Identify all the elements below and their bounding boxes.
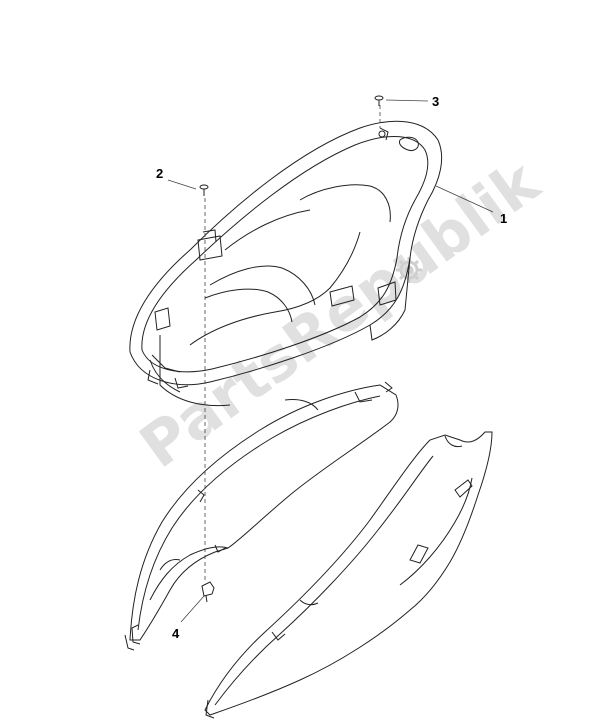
label-part-1: 1 <box>500 211 507 226</box>
right-side-cover <box>204 431 493 719</box>
screw-part-3 <box>374 95 384 106</box>
label-part-2: 2 <box>156 166 163 181</box>
screw-part-2 <box>199 184 209 196</box>
callout-labels: 1 2 3 4 <box>156 94 507 641</box>
leader-lines <box>167 99 494 623</box>
label-part-4: 4 <box>172 626 180 641</box>
clip-part-4 <box>201 581 215 603</box>
label-part-3: 3 <box>432 94 439 109</box>
storage-bin <box>129 120 443 407</box>
left-side-cover <box>124 381 399 651</box>
